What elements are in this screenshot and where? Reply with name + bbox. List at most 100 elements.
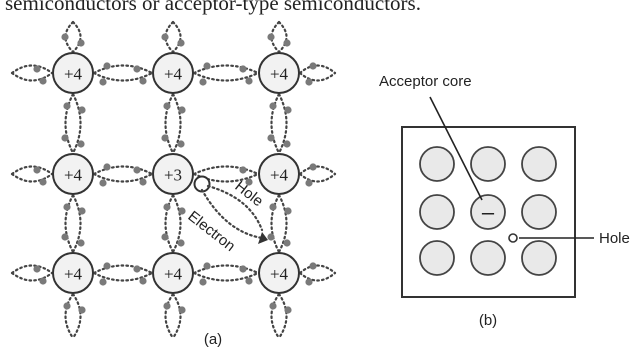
bond-arc — [298, 165, 337, 176]
electron-dot — [284, 106, 292, 114]
ion-core — [470, 146, 506, 182]
electron-dot — [63, 302, 71, 310]
electron-dot — [78, 106, 86, 114]
bond-arc — [298, 264, 337, 275]
atom-label: +4 — [164, 65, 183, 84]
electron-label: Electron — [185, 208, 239, 255]
electron-dot — [103, 163, 111, 171]
bond-arc — [277, 92, 288, 155]
bond-arc — [92, 165, 154, 176]
bond-arc — [192, 165, 260, 176]
electron-dot — [99, 278, 107, 286]
atom-circle — [152, 153, 194, 195]
electron-dot — [103, 262, 111, 270]
bond-arc — [192, 264, 260, 275]
ion-core — [419, 240, 455, 276]
bond-arc — [71, 193, 82, 254]
electron-dot — [61, 33, 69, 41]
electron-dot — [63, 203, 71, 211]
electron-dot — [178, 106, 186, 114]
electron-dot — [199, 78, 207, 86]
electron-arrow-icon — [258, 232, 268, 244]
electron-dot — [245, 178, 253, 186]
bond-arc — [171, 292, 182, 340]
atom-circle — [52, 153, 94, 195]
electron-dot — [305, 78, 313, 86]
ion-core — [470, 240, 506, 276]
lattice-atoms: +4+4+4+4+3+4+4+4+4 — [52, 52, 300, 294]
electron-dot — [178, 306, 186, 314]
electron-dot — [33, 166, 41, 174]
electron-dot — [199, 278, 207, 286]
crystal-lattice-panel: +4+4+4+4+3+4+4+4+4 Hole Electron (a) — [10, 20, 337, 348]
hole-to-atom-path — [206, 184, 264, 232]
acceptor-leader-line — [429, 96, 483, 201]
electron-dot — [239, 265, 247, 273]
electron-dot — [139, 77, 147, 85]
atom-circle — [152, 52, 194, 94]
valence-electrons — [33, 33, 317, 314]
bond-arc — [10, 264, 54, 275]
electron-dot — [78, 306, 86, 314]
electron-dot — [39, 178, 47, 186]
electron-dot — [283, 239, 291, 247]
electron-dot — [177, 239, 185, 247]
bond-arc — [171, 92, 182, 155]
acceptor-core-panel: Acceptor core Hole (b) – — [379, 73, 630, 329]
electron-dot — [284, 306, 292, 314]
bond-arc — [164, 92, 175, 155]
atom-circle — [52, 52, 94, 94]
electron-dot — [133, 65, 141, 73]
header-text: semiconductors or acceptor-type semicond… — [5, 0, 421, 15]
electron-dot — [245, 277, 253, 285]
electron-dot — [63, 102, 71, 110]
electron-dot — [77, 39, 85, 47]
bond-arc — [92, 64, 154, 75]
atom-4: +4 — [52, 153, 94, 195]
bond-arc — [164, 193, 175, 254]
bond-arc — [277, 20, 288, 54]
electron-dot — [163, 203, 171, 211]
electron-dot — [161, 134, 169, 142]
bond-arc — [64, 92, 75, 155]
electron-dot — [239, 65, 247, 73]
electron-dot — [61, 134, 69, 142]
atom-circle — [52, 252, 94, 294]
bond-arc — [277, 292, 288, 340]
bond-arc — [277, 193, 288, 254]
bond-arc — [270, 92, 281, 155]
atom-circle — [258, 153, 300, 195]
panel-a-caption: (a) — [204, 331, 222, 348]
electron-dot — [61, 233, 69, 241]
electron-dot — [203, 62, 211, 70]
bond-arc — [71, 92, 82, 155]
electron-dot — [305, 278, 313, 286]
bond-arc — [71, 292, 82, 340]
electron-dot — [283, 39, 291, 47]
bond-arc — [298, 71, 337, 82]
bond-arc — [298, 172, 337, 183]
acceptor-core-label: Acceptor core — [379, 73, 472, 90]
bond-arc — [192, 271, 260, 282]
panel-b-caption: (b) — [479, 312, 497, 329]
electron-dot — [305, 179, 313, 187]
electron-dot — [33, 265, 41, 273]
electron-dot — [77, 140, 85, 148]
electron-dot — [139, 277, 147, 285]
bond-arc — [92, 71, 154, 82]
bond-arc — [71, 20, 82, 54]
atom-label: +4 — [64, 166, 83, 185]
bond-arc — [64, 292, 75, 340]
electron-dot — [239, 166, 247, 174]
electron-dot — [269, 203, 277, 211]
atom-label: +4 — [270, 265, 289, 284]
electron-dot — [161, 233, 169, 241]
bond-arc — [92, 264, 154, 275]
electron-dot — [177, 140, 185, 148]
atom-2: +4 — [152, 52, 194, 94]
electron-dot — [161, 33, 169, 41]
electron-dot — [309, 262, 317, 270]
electron-dot — [103, 62, 111, 70]
electron-dot — [99, 179, 107, 187]
electron-dot — [309, 163, 317, 171]
